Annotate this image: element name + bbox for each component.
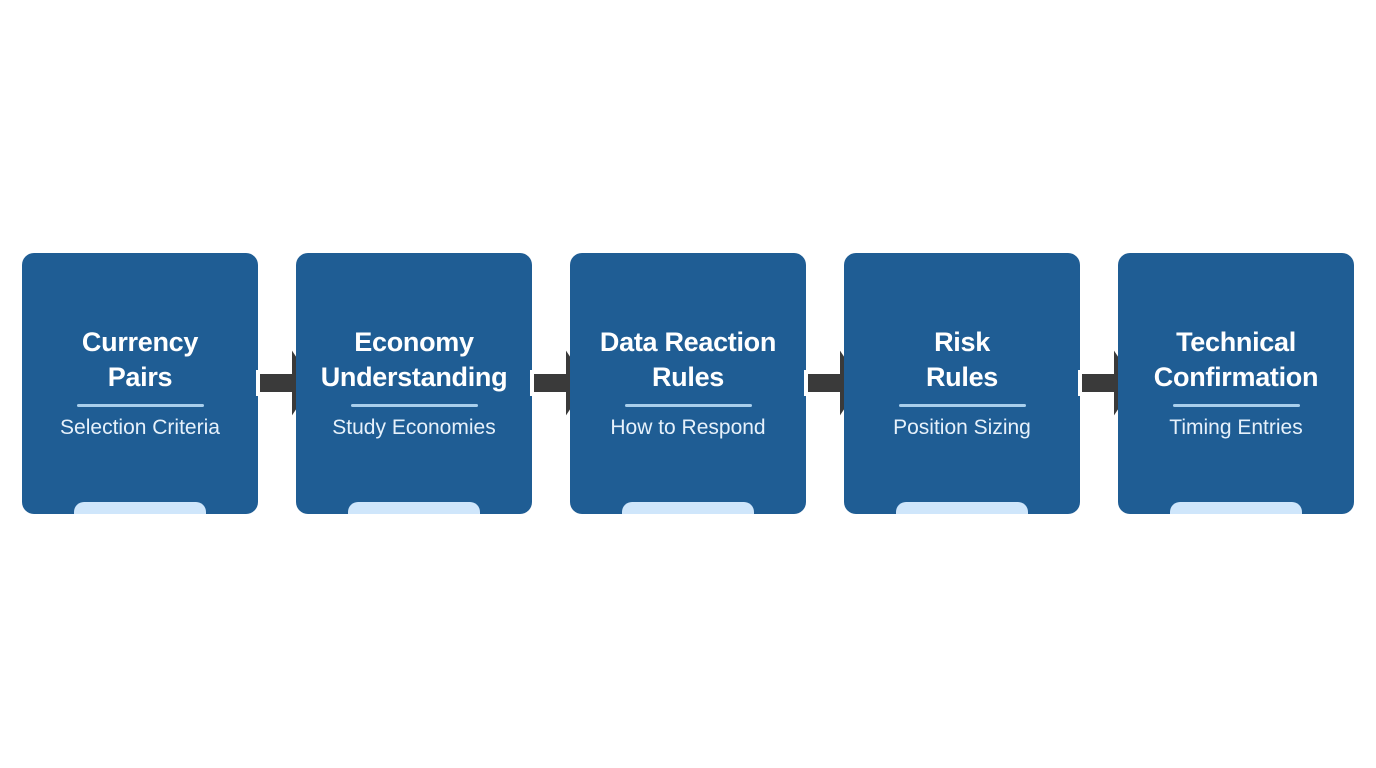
step-title: Currency Pairs xyxy=(22,325,258,395)
step-subtitle: How to Respond xyxy=(610,416,766,439)
step-title-line2: Understanding xyxy=(320,362,508,392)
step-title-line1: Risk xyxy=(934,327,990,357)
step-title-line2: Rules xyxy=(651,362,725,392)
step-title-line2: Confirmation xyxy=(1153,362,1319,392)
step-card-economy-understanding: Economy Understanding Study Economies xyxy=(296,253,532,514)
step-card-data-reaction-rules: Data Reaction Rules How to Respond xyxy=(570,253,806,514)
step-title-line1: Technical xyxy=(1176,327,1296,357)
divider-line xyxy=(1172,404,1300,407)
step-card-risk-rules: Risk Rules Position Sizing xyxy=(844,253,1080,514)
step-title: Data Reaction Rules xyxy=(570,325,806,395)
step-title: Economy Understanding xyxy=(296,325,532,395)
divider-line xyxy=(350,404,478,407)
step-subtitle: Position Sizing xyxy=(893,416,1031,439)
divider-line xyxy=(898,404,1026,407)
step-card-technical-confirmation: Technical Confirmation Timing Entries xyxy=(1118,253,1354,514)
step-title-line2: Pairs xyxy=(107,362,173,392)
step-title: Risk Rules xyxy=(844,325,1080,395)
step-title-line1: Economy xyxy=(354,327,474,357)
step-subtitle: Study Economies xyxy=(332,416,496,439)
divider-line xyxy=(624,404,752,407)
step-subtitle: Timing Entries xyxy=(1169,416,1303,439)
step-title-line1: Data Reaction xyxy=(599,327,777,357)
bottom-tab xyxy=(348,502,480,514)
bottom-tab xyxy=(622,502,754,514)
bottom-tab xyxy=(1170,502,1302,514)
bottom-tab xyxy=(74,502,206,514)
step-title-line1: Currency xyxy=(81,327,199,357)
step-card-currency-pairs: Currency Pairs Selection Criteria xyxy=(22,253,258,514)
divider-line xyxy=(76,404,204,407)
step-title: Technical Confirmation xyxy=(1118,325,1354,395)
bottom-tab xyxy=(896,502,1028,514)
step-title-line2: Rules xyxy=(925,362,999,392)
step-subtitle: Selection Criteria xyxy=(60,416,220,439)
